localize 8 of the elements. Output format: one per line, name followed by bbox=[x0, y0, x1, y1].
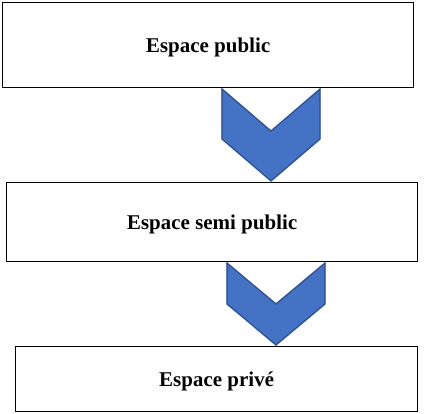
chevron-arrow bbox=[226, 261, 326, 346]
process-box bbox=[15, 346, 418, 412]
box-label: Espace public bbox=[146, 32, 270, 58]
box-label: Espace privé bbox=[159, 366, 274, 392]
chevron-arrow bbox=[221, 87, 321, 182]
process-box bbox=[6, 182, 418, 262]
box-label: Espace semi public bbox=[126, 210, 298, 234]
process-box bbox=[2, 2, 414, 88]
